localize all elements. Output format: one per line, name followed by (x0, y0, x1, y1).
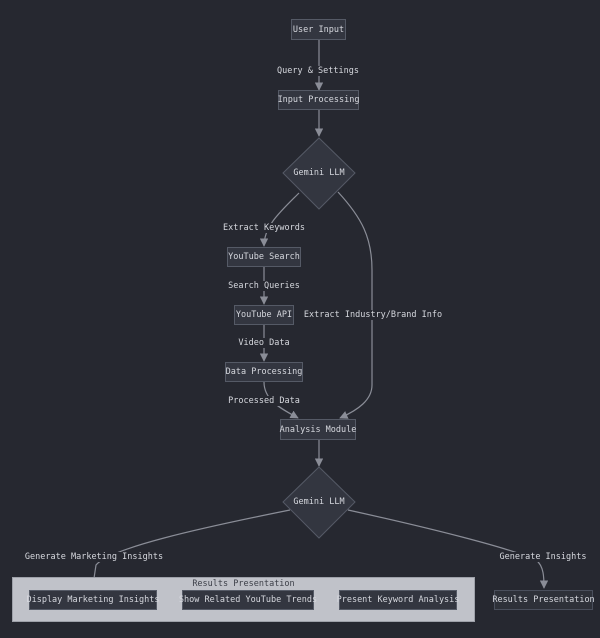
node-data-processing[interactable]: Data Processing (225, 362, 303, 382)
edge-label-query-settings: Query & Settings (275, 66, 361, 76)
node-results-presentation[interactable]: Results Presentation (492, 590, 595, 610)
edge-label-processed-data: Processed Data (226, 396, 302, 406)
node-display-marketing-insights[interactable]: Display Marketing Insights (26, 590, 160, 610)
edge-label-extract-industry: Extract Industry/Brand Info (301, 310, 445, 320)
node-gemini-llm-1[interactable]: Gemini LLM (293, 168, 345, 178)
node-analysis-module[interactable]: Analysis Module (280, 419, 356, 440)
node-user-input[interactable]: User Input (291, 19, 346, 40)
edge-gemini-to-analysis-module (337, 191, 373, 419)
node-gemini-llm-2[interactable]: Gemini LLM (293, 497, 345, 507)
node-youtube-api[interactable]: YouTube API (234, 305, 294, 325)
edge-gemini-to-youtube-search (259, 192, 300, 247)
cluster-title: Results Presentation (192, 579, 295, 589)
edge-label-search-queries: Search Queries (226, 281, 302, 291)
node-show-related-trends[interactable]: Show Related YouTube Trends (179, 590, 317, 610)
node-present-keyword-analysis[interactable]: Present Keyword Analysis (337, 590, 459, 610)
edge-gemini-to-results-cluster (89, 509, 291, 586)
edge-label-extract-keywords: Extract Keywords (221, 223, 307, 233)
gemini-llm-2-diamond (282, 466, 356, 539)
edge-label-generate-marketing-insights: Generate Marketing Insights (22, 552, 166, 562)
edge-label-video-data: Video Data (236, 338, 292, 348)
node-input-processing[interactable]: Input Processing (278, 90, 359, 110)
edge-label-generate-insights: Generate Insights (497, 552, 589, 562)
node-youtube-search[interactable]: YouTube Search (227, 247, 301, 267)
gemini-llm-1-diamond (282, 137, 356, 210)
